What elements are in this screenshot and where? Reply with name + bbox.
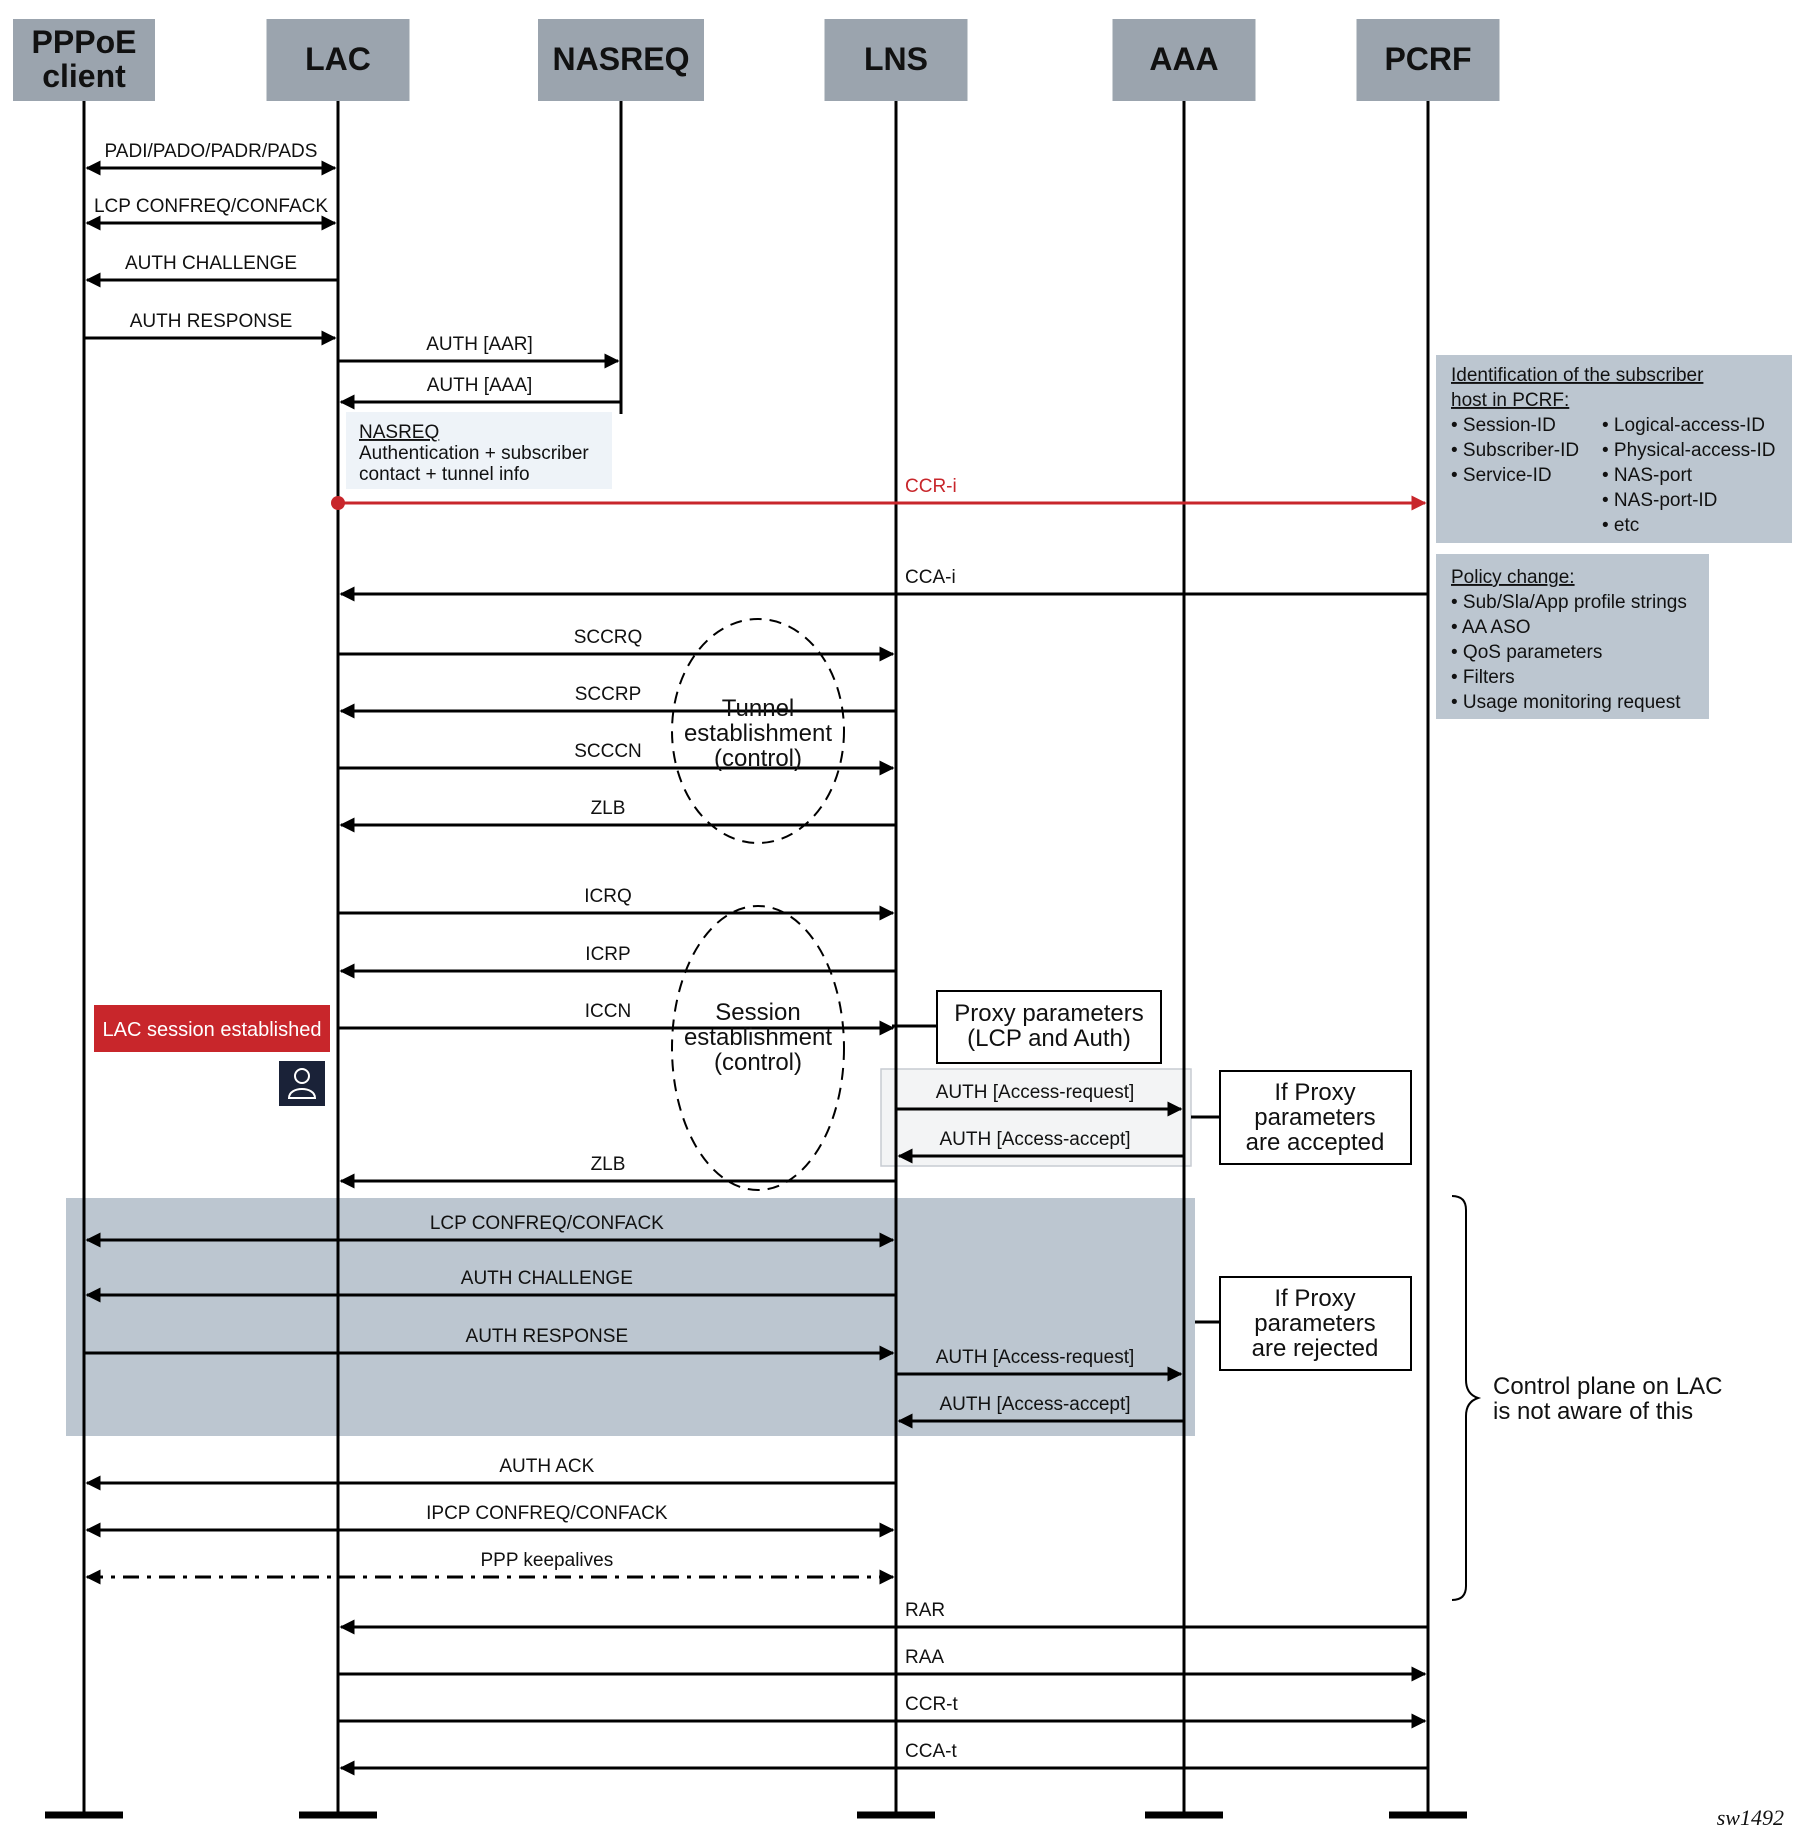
proxy-accepted-region bbox=[880, 1068, 1192, 1167]
participant-lns-label: LNS bbox=[864, 41, 928, 77]
pcrf-id-item: • Service-ID bbox=[1451, 465, 1552, 486]
session-label-3: (control) bbox=[714, 1049, 802, 1076]
control-plane-note-1: Control plane on LAC bbox=[1493, 1373, 1722, 1400]
tunnel-label-3: (control) bbox=[714, 745, 802, 772]
message-label-6: AUTH [AAA] bbox=[427, 375, 533, 396]
message-label-9: SCCRQ bbox=[574, 627, 643, 648]
policy-item: • AA ASO bbox=[1451, 617, 1531, 638]
proxy-params-line-1: Proxy parameters bbox=[954, 1000, 1143, 1027]
message-label-10: SCCRP bbox=[575, 684, 642, 705]
participant-nasreq-box bbox=[538, 19, 704, 101]
message-label-24: AUTH ACK bbox=[499, 1456, 594, 1477]
participant-lac-label: LAC bbox=[305, 41, 371, 77]
pcrf-id-item: • Physical-access-ID bbox=[1602, 440, 1775, 461]
pcrf-id-item: • NAS-port bbox=[1602, 465, 1693, 486]
participant-lac-box bbox=[266, 19, 410, 101]
nasreq-note bbox=[346, 412, 612, 489]
message-label-30: CCA-t bbox=[905, 1741, 957, 1762]
policy-note-title: Policy change: bbox=[1451, 567, 1575, 588]
participant-pppoe-box bbox=[13, 19, 155, 101]
policy-item: • Usage monitoring request bbox=[1451, 692, 1681, 713]
message-label-1: PADI/PADO/PADR/PADS bbox=[105, 141, 318, 162]
message-origin-dot bbox=[331, 496, 345, 510]
participant-pppoe-label-1: PPPoE bbox=[32, 24, 137, 60]
proxy-params-line-2: (LCP and Auth) bbox=[967, 1025, 1131, 1052]
message-label-29: CCR-t bbox=[905, 1694, 958, 1715]
pcrf-id-item: • Subscriber-ID bbox=[1451, 440, 1579, 461]
participant-aaa-box bbox=[1112, 19, 1256, 101]
policy-change-note bbox=[1436, 554, 1709, 719]
message-label-16: AUTH [Access-request] bbox=[936, 1082, 1135, 1103]
message-label-26: PPP keepalives bbox=[480, 1550, 613, 1571]
lac-session-badge bbox=[94, 1005, 330, 1052]
proxy-rejected-box bbox=[1219, 1276, 1412, 1371]
pcrf-identification-note bbox=[1436, 355, 1792, 543]
message-label-11: SCCCN bbox=[574, 741, 642, 762]
pcrf-id-item: • Logical-access-ID bbox=[1602, 415, 1765, 436]
session-label-2: establishment bbox=[684, 1024, 832, 1051]
user-icon bbox=[279, 1061, 325, 1106]
accepted-line-2: parameters bbox=[1254, 1104, 1375, 1131]
message-label-21: AUTH RESPONSE bbox=[466, 1326, 629, 1347]
message-label-19: LCP CONFREQ/CONFACK bbox=[430, 1213, 664, 1234]
message-label-7: CCR-i bbox=[905, 476, 957, 497]
participant-pppoe-label-2: client bbox=[42, 58, 126, 94]
participant-nasreq-label: NASREQ bbox=[553, 41, 690, 77]
lac-session-badge-text: LAC session established bbox=[102, 1019, 321, 1041]
session-establishment-ellipse bbox=[671, 905, 845, 1191]
message-label-2: LCP CONFREQ/CONFACK bbox=[94, 196, 328, 217]
session-label-1: Session bbox=[715, 999, 800, 1026]
message-label-27: RAR bbox=[905, 1600, 945, 1621]
pcrf-note-title-1: Identification of the subscriber bbox=[1451, 365, 1704, 386]
message-label-22: AUTH [Access-request] bbox=[936, 1347, 1135, 1368]
participant-pcrf-label: PCRF bbox=[1384, 41, 1471, 77]
accepted-line-3: are accepted bbox=[1246, 1129, 1385, 1156]
message-label-18: ZLB bbox=[591, 1154, 626, 1175]
message-label-15: ICCN bbox=[585, 1001, 631, 1022]
control-plane-note-2: is not aware of this bbox=[1493, 1398, 1693, 1425]
message-label-8: CCA-i bbox=[905, 567, 956, 588]
figure-id: sw1492 bbox=[1717, 1805, 1784, 1830]
tunnel-establishment-ellipse bbox=[671, 618, 845, 844]
proxy-parameters-box bbox=[936, 990, 1162, 1064]
pcrf-id-item: • Session-ID bbox=[1451, 415, 1556, 436]
message-label-3: AUTH CHALLENGE bbox=[125, 253, 297, 274]
rejected-line-3: are rejected bbox=[1252, 1335, 1379, 1362]
pcrf-id-item: • NAS-port-ID bbox=[1602, 490, 1717, 511]
message-label-12: ZLB bbox=[591, 798, 626, 819]
tunnel-label-1: Tunnel bbox=[722, 695, 795, 722]
policy-item: • Sub/Sla/App profile strings bbox=[1451, 592, 1687, 613]
policy-item: • Filters bbox=[1451, 667, 1515, 688]
message-label-25: IPCP CONFREQ/CONFACK bbox=[426, 1503, 668, 1524]
message-label-5: AUTH [AAR] bbox=[426, 334, 533, 355]
message-label-14: ICRP bbox=[585, 944, 630, 965]
nasreq-note-line-1: Authentication + subscriber bbox=[359, 443, 589, 464]
rejected-line-2: parameters bbox=[1254, 1310, 1375, 1337]
participant-pcrf-box bbox=[1356, 19, 1500, 101]
policy-item: • QoS parameters bbox=[1451, 642, 1602, 663]
pcrf-note-title-2: host in PCRF: bbox=[1451, 390, 1569, 411]
rejected-line-1: If Proxy bbox=[1274, 1285, 1355, 1312]
proxy-accepted-box bbox=[1219, 1070, 1412, 1165]
message-label-28: RAA bbox=[905, 1647, 944, 1668]
message-label-17: AUTH [Access-accept] bbox=[939, 1129, 1130, 1150]
message-label-20: AUTH CHALLENGE bbox=[461, 1268, 633, 1289]
participant-lns-box bbox=[824, 19, 968, 101]
message-label-4: AUTH RESPONSE bbox=[130, 311, 293, 332]
participant-aaa-label: AAA bbox=[1149, 41, 1218, 77]
nasreq-note-line-2: contact + tunnel info bbox=[359, 464, 530, 485]
nasreq-note-title: NASREQ bbox=[359, 422, 439, 443]
control-plane-brace bbox=[1451, 1195, 1482, 1601]
accepted-line-1: If Proxy bbox=[1274, 1079, 1355, 1106]
message-label-13: ICRQ bbox=[584, 886, 632, 907]
message-label-23: AUTH [Access-accept] bbox=[939, 1394, 1130, 1415]
pcrf-id-item: • etc bbox=[1602, 515, 1639, 536]
tunnel-label-2: establishment bbox=[684, 720, 832, 747]
